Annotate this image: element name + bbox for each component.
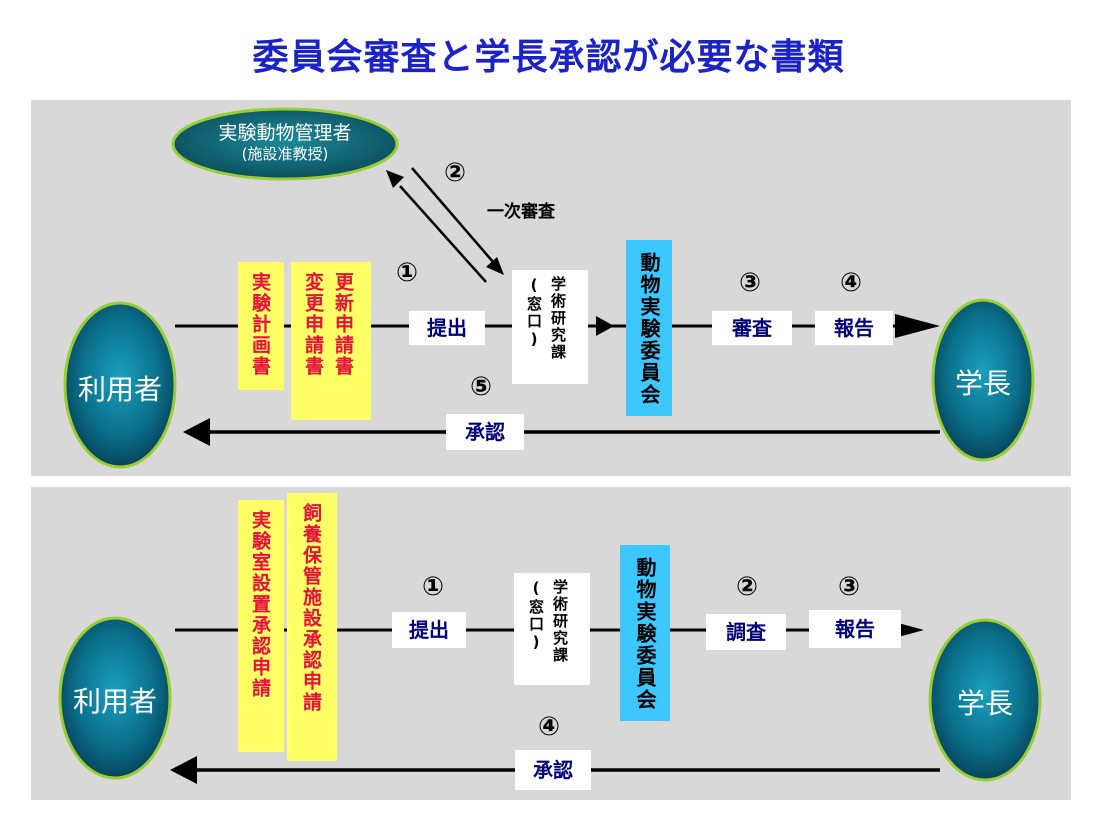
bottom-step4-number: ④ xyxy=(538,712,561,742)
top-step2-number: ② xyxy=(444,158,467,188)
first-review-label: 一次審査 xyxy=(487,202,555,222)
bottom-step1-number: ① xyxy=(422,572,445,602)
manager-node: 実験動物管理者 (施設准教授) xyxy=(173,122,397,164)
top-approval-label: 承認 xyxy=(446,414,524,450)
top-office-label: 学術研究課 xyxy=(549,276,567,361)
top-arrow-to-user xyxy=(183,418,210,446)
top-office-box: 学術研究課 (窓口) xyxy=(512,270,588,384)
bottom-office-box: 学術研究課 (窓口) xyxy=(514,573,590,685)
manager-ellipse xyxy=(171,107,399,181)
top-president-ellipse xyxy=(931,298,1035,462)
bottom-report-label: 報告 xyxy=(809,610,901,648)
doc-change-renewal: 更新申請書 変更申請書 xyxy=(291,262,371,420)
bottom-president-label: 学長 xyxy=(956,687,1013,720)
bottom-user-ellipse xyxy=(58,616,172,780)
top-step3-number: ③ xyxy=(739,268,762,298)
bottom-user-label: 利用者 xyxy=(72,685,157,718)
doc-change-label: 変更申請書 xyxy=(302,272,324,377)
bottom-approval-label: 承認 xyxy=(515,750,591,790)
bottom-committee-box: 動物実験委員会 xyxy=(620,545,670,721)
diag-arrow-to-manager xyxy=(386,170,404,188)
top-window-note: (窓口) xyxy=(525,276,543,350)
doc-facility-approval-label: 飼養保管施設承認申請 xyxy=(300,503,322,713)
top-user-label: 利用者 xyxy=(77,373,162,406)
bottom-committee-label: 動物実験委員会 xyxy=(633,557,657,711)
bottom-submit-label: 提出 xyxy=(392,612,466,648)
doc-lab-approval-label: 実験室設置承認申請 xyxy=(249,510,271,699)
doc-experiment-plan-label: 実験計画書 xyxy=(249,272,271,377)
bottom-window-note: (窓口) xyxy=(527,579,545,653)
doc-facility-approval: 飼養保管施設承認申請 xyxy=(287,493,337,761)
doc-experiment-plan: 実験計画書 xyxy=(238,262,284,390)
manager-title: 実験動物管理者 xyxy=(218,122,352,144)
top-step4-number: ④ xyxy=(840,268,863,298)
top-president-label: 学長 xyxy=(954,367,1011,400)
doc-lab-approval: 実験室設置承認申請 xyxy=(238,500,284,752)
top-submit-label: 提出 xyxy=(409,311,485,345)
top-report-label: 報告 xyxy=(815,311,893,345)
top-committee-box: 動物実験委員会 xyxy=(626,240,672,416)
top-committee-label: 動物実験委員会 xyxy=(637,252,661,406)
page-title: 委員会審査と学長承認が必要な書類 xyxy=(252,37,845,78)
bottom-office-label: 学術研究課 xyxy=(551,579,569,664)
doc-renewal-label: 更新申請書 xyxy=(332,272,354,377)
top-arrow-to-president xyxy=(895,314,940,338)
top-review-label: 審査 xyxy=(712,311,792,345)
top-step1-number: ① xyxy=(396,258,419,288)
bottom-arrow-to-user xyxy=(170,756,197,784)
bottom-step3-number: ③ xyxy=(838,572,861,602)
top-step5-number: ⑤ xyxy=(470,372,493,402)
diag-arrow-to-office xyxy=(486,257,504,275)
manager-subtitle: (施設准教授) xyxy=(241,145,329,163)
bottom-president-ellipse xyxy=(928,618,1042,782)
bottom-step2-number: ② xyxy=(736,572,759,602)
top-arrow-to-office xyxy=(596,316,614,336)
bottom-survey-label: 調査 xyxy=(706,614,786,650)
top-user-ellipse xyxy=(63,301,177,469)
